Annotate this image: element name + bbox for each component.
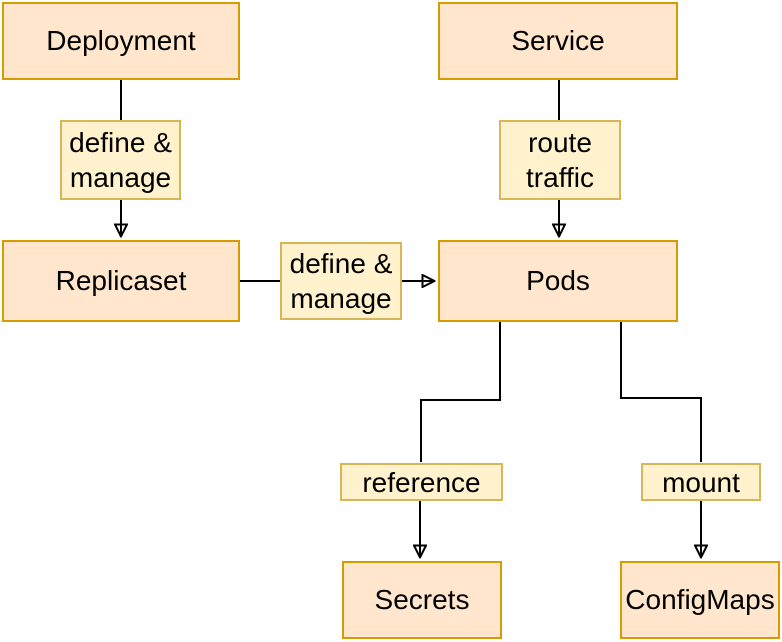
- node-service: Service: [438, 2, 678, 80]
- node-secrets-label: Secrets: [374, 584, 470, 615]
- node-configmaps: ConfigMaps: [620, 561, 780, 639]
- edge-pods-to-mount: [620, 321, 702, 462]
- edge-label-reference: reference: [340, 463, 503, 501]
- node-deployment: Deployment: [2, 2, 240, 80]
- edge-label-line: route: [528, 127, 592, 158]
- edge-label-line: manage: [290, 283, 392, 314]
- edge-label-mount: mount: [641, 463, 761, 501]
- edge-label-define-manage-2: define & manage: [280, 242, 402, 320]
- edge-pods-to-reference: [420, 321, 501, 462]
- node-secrets: Secrets: [342, 561, 502, 639]
- node-configmaps-label: ConfigMaps: [625, 584, 775, 615]
- edge-label-route-traffic: route traffic: [499, 120, 621, 200]
- edge-label-line: traffic: [526, 162, 594, 193]
- edge-label-define-manage-1: define & manage: [60, 120, 181, 200]
- edge-label-line: define &: [69, 127, 172, 158]
- node-replicaset: Replicaset: [2, 240, 240, 322]
- edge-label-line: define &: [289, 248, 393, 279]
- edge-label-text: reference: [362, 466, 481, 498]
- edge-label-line: manage: [69, 162, 172, 193]
- node-service-label: Service: [511, 25, 605, 56]
- node-replicaset-label: Replicaset: [55, 265, 187, 296]
- node-deployment-label: Deployment: [46, 25, 196, 56]
- node-pods-label: Pods: [526, 265, 590, 296]
- edge-label-text: mount: [662, 466, 740, 498]
- node-pods: Pods: [438, 240, 678, 322]
